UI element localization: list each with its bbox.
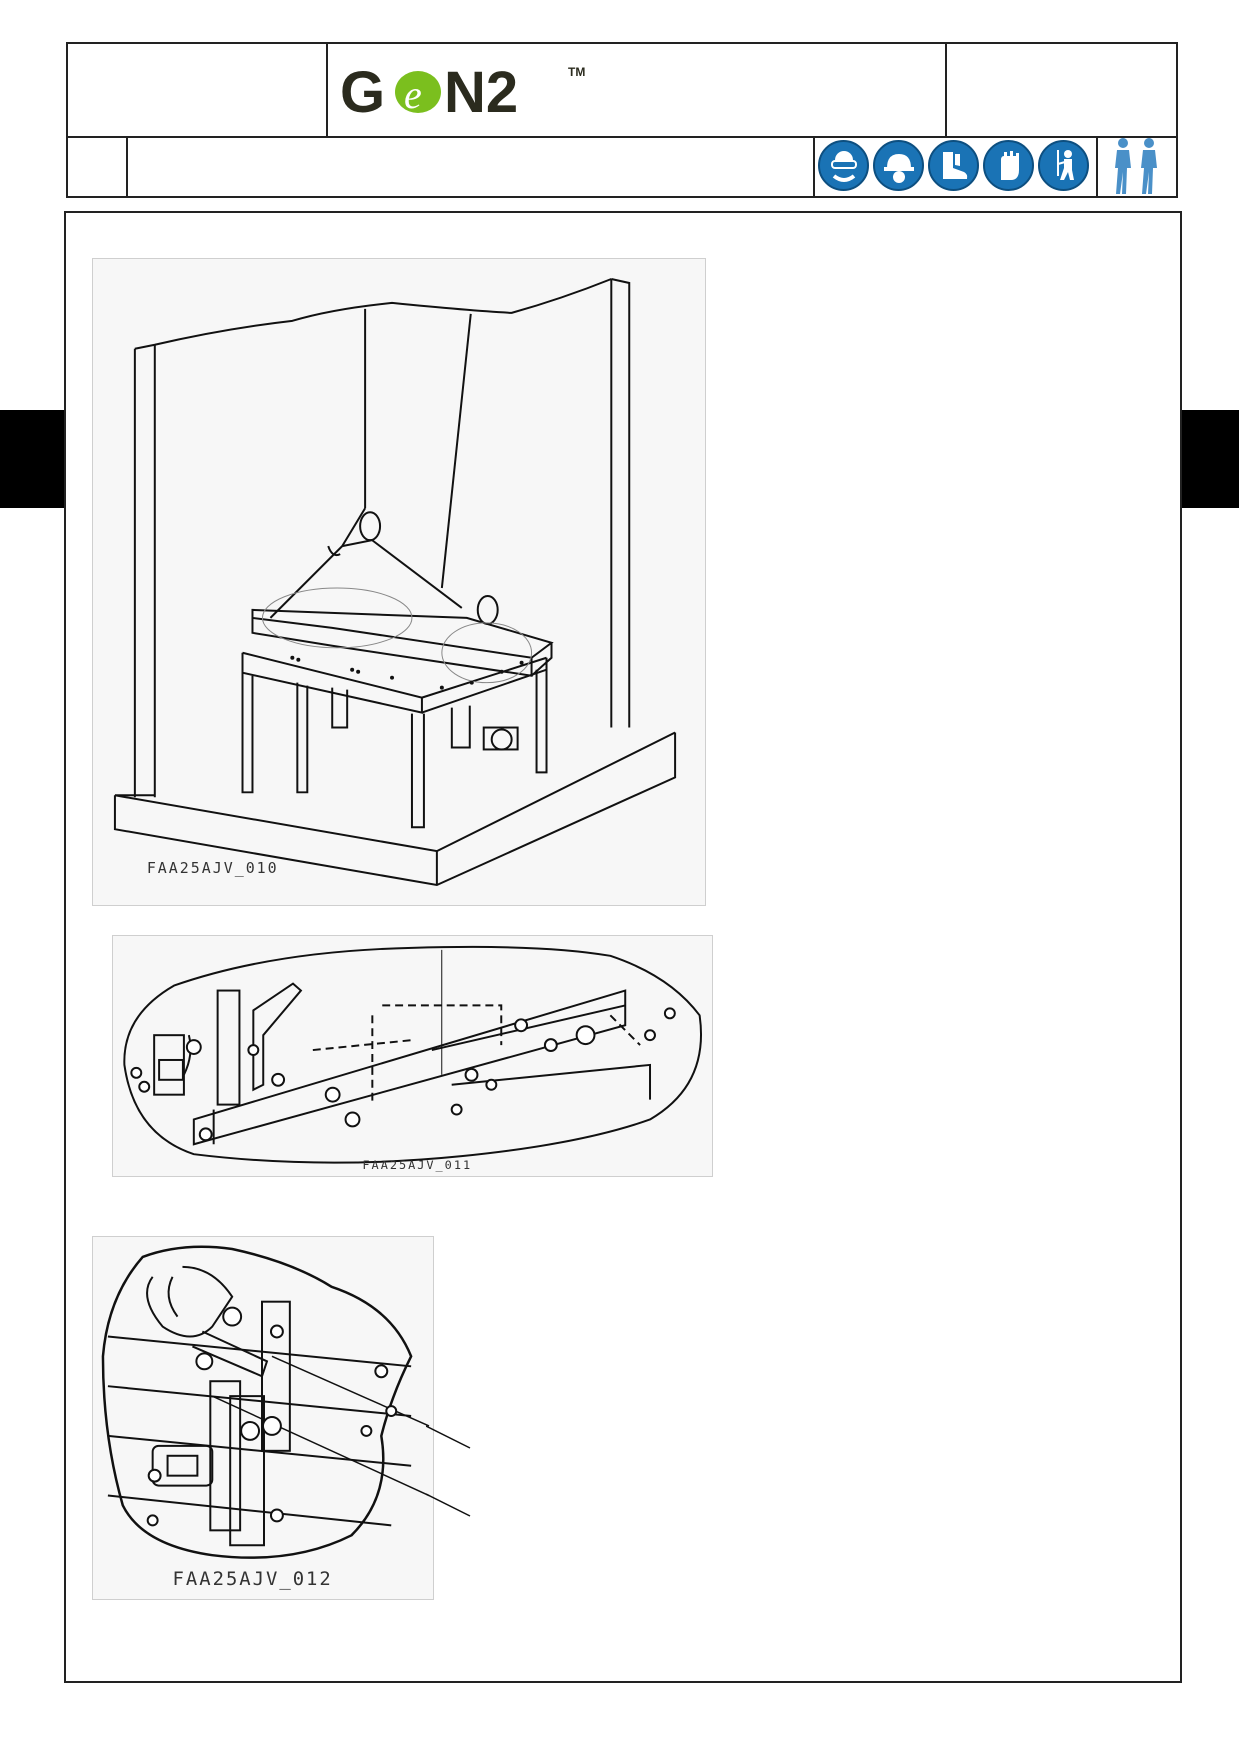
figure-caption-2: FAA25AJV_011 bbox=[362, 1158, 472, 1172]
svg-text:N2: N2 bbox=[444, 60, 518, 120]
hard-hat-icon bbox=[873, 140, 924, 191]
header-divider-left bbox=[326, 44, 328, 136]
header-mid-line bbox=[68, 136, 1176, 138]
figure-lifting-frame: FAA25AJV_010 bbox=[92, 258, 706, 906]
lifting-frame-drawing: FAA25AJV_010 bbox=[113, 278, 677, 887]
figure-caption-3: FAA25AJV_012 bbox=[173, 1568, 333, 1590]
header-divider-right bbox=[945, 44, 947, 136]
side-tab-left bbox=[0, 410, 66, 508]
frame-bolting-drawing: FAA25AJV_011 bbox=[123, 945, 702, 1172]
svg-text:TM: TM bbox=[568, 65, 585, 79]
svg-text:e: e bbox=[404, 72, 422, 117]
gen2-logo-graphic: G e N2 TM bbox=[340, 60, 585, 125]
harness-icon bbox=[1038, 140, 1089, 191]
svg-text:G: G bbox=[340, 60, 385, 120]
two-technicians-icon bbox=[1106, 136, 1166, 196]
header-cell-divider-3 bbox=[1096, 136, 1098, 196]
header-cell-divider-2 bbox=[813, 136, 815, 196]
safety-glasses-icon bbox=[818, 140, 869, 191]
shackle-detail-drawing: FAA25AJV_012 bbox=[101, 1245, 430, 1590]
content-frame bbox=[64, 211, 1182, 1683]
figure-frame-bolting-detail: FAA25AJV_011 bbox=[112, 935, 713, 1177]
gloves-icon bbox=[983, 140, 1034, 191]
safety-boots-icon bbox=[928, 140, 979, 191]
ppe-icons bbox=[818, 140, 1089, 196]
figure-shackle-detail: FAA25AJV_012 bbox=[92, 1236, 434, 1600]
gen2-logo: G e N2 TM bbox=[336, 58, 596, 125]
header-frame bbox=[66, 42, 1178, 198]
header-cell-divider-1 bbox=[126, 136, 128, 196]
side-tab-right bbox=[1181, 410, 1239, 508]
leader-lines bbox=[426, 1425, 471, 1517]
figure-caption-1: FAA25AJV_010 bbox=[147, 859, 279, 877]
